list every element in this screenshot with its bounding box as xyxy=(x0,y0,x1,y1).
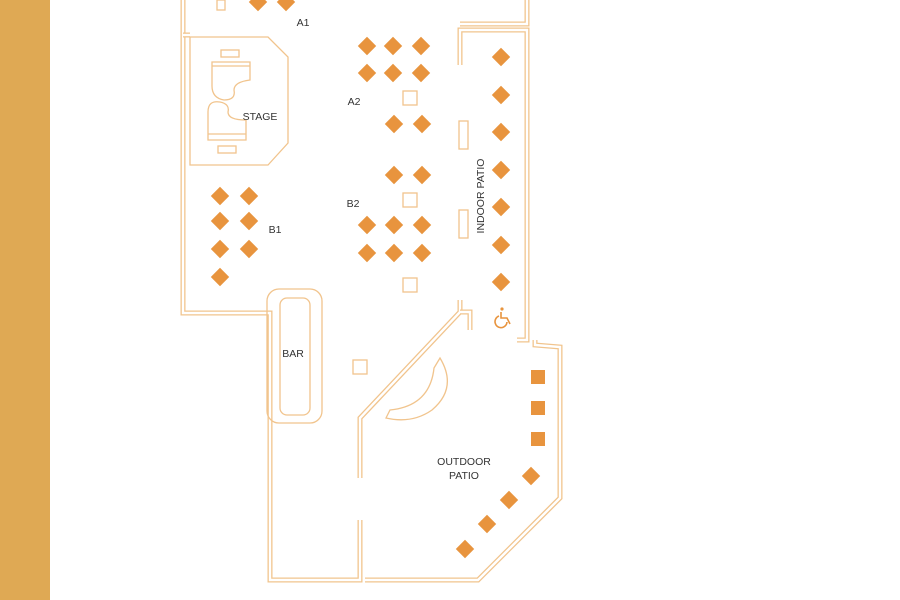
section-label-a2: A2 xyxy=(348,96,361,108)
table-diamond[interactable] xyxy=(248,0,268,12)
outdoor-patio-label-line2: PATIO xyxy=(449,470,479,482)
walls xyxy=(180,0,563,583)
table-diamond[interactable] xyxy=(210,239,230,259)
table-diamond[interactable] xyxy=(210,186,230,206)
piano-icon xyxy=(211,61,251,101)
table-diamond[interactable] xyxy=(491,197,511,217)
table-diamond[interactable] xyxy=(499,490,519,510)
table-diamond[interactable] xyxy=(412,114,432,134)
table-diamond[interactable] xyxy=(411,36,431,56)
bar-counter xyxy=(266,288,323,424)
wall xyxy=(460,310,472,330)
stage-label: STAGE xyxy=(243,111,278,123)
table-diamond[interactable] xyxy=(411,63,431,83)
table-diamond[interactable] xyxy=(384,165,404,185)
table-diamond[interactable] xyxy=(357,36,377,56)
table-diamond[interactable] xyxy=(412,165,432,185)
table-diamond[interactable] xyxy=(357,243,377,263)
wheelchair-accessible-icon xyxy=(494,307,511,329)
table-diamond[interactable] xyxy=(210,267,230,287)
planter-crescent xyxy=(385,356,448,421)
table-diamond[interactable] xyxy=(384,215,404,235)
table-outline[interactable] xyxy=(402,277,418,293)
table-diamond[interactable] xyxy=(357,215,377,235)
table-diamond[interactable] xyxy=(491,122,511,142)
wall xyxy=(181,0,362,582)
table-square[interactable] xyxy=(531,370,545,384)
column xyxy=(458,120,469,150)
wall xyxy=(180,0,363,583)
column xyxy=(216,0,226,11)
table-outline[interactable] xyxy=(402,90,418,106)
wall xyxy=(365,340,562,582)
table-diamond[interactable] xyxy=(491,47,511,67)
table-diamond[interactable] xyxy=(276,0,296,12)
wall xyxy=(460,309,473,330)
wall xyxy=(358,300,462,478)
side-band xyxy=(0,0,50,600)
table-diamond[interactable] xyxy=(357,63,377,83)
table-diamond[interactable] xyxy=(383,63,403,83)
table-square[interactable] xyxy=(531,432,545,446)
piano-icon xyxy=(207,101,247,141)
wall xyxy=(460,0,530,27)
table-diamond[interactable] xyxy=(239,239,259,259)
table-diamond[interactable] xyxy=(491,272,511,292)
outdoor-patio-label-line1: OUTDOOR xyxy=(437,456,491,468)
table-diamond[interactable] xyxy=(477,514,497,534)
table-diamond[interactable] xyxy=(412,215,432,235)
wall xyxy=(458,28,529,342)
table-diamond[interactable] xyxy=(412,243,432,263)
section-label-b1: B1 xyxy=(269,224,282,236)
wall xyxy=(460,0,529,26)
wall xyxy=(457,27,530,343)
table-outline[interactable] xyxy=(352,359,368,375)
table-diamond[interactable] xyxy=(239,186,259,206)
table-diamond[interactable] xyxy=(491,160,511,180)
table-diamond[interactable] xyxy=(455,539,475,559)
table-diamond[interactable] xyxy=(383,36,403,56)
column xyxy=(458,209,469,239)
stage-area xyxy=(189,36,289,166)
table-diamond[interactable] xyxy=(491,235,511,255)
table-outline[interactable] xyxy=(402,192,418,208)
table-diamond[interactable] xyxy=(384,114,404,134)
section-label-b2: B2 xyxy=(347,198,360,210)
tables xyxy=(210,0,545,559)
table-diamond[interactable] xyxy=(210,211,230,231)
table-square[interactable] xyxy=(531,401,545,415)
indoor-patio-label: INDOOR PATIO xyxy=(475,159,487,234)
bar-label: BAR xyxy=(282,348,304,360)
table-diamond[interactable] xyxy=(521,466,541,486)
table-diamond[interactable] xyxy=(239,211,259,231)
table-diamond[interactable] xyxy=(384,243,404,263)
section-label-a1: A1 xyxy=(297,17,310,29)
table-diamond[interactable] xyxy=(491,85,511,105)
